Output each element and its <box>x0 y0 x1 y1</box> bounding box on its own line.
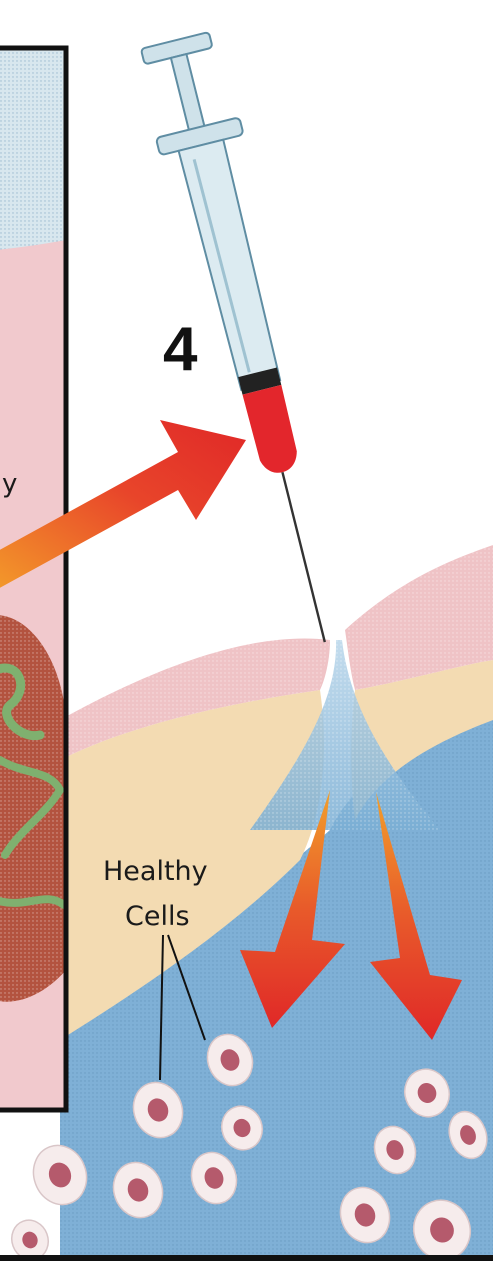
step-number: 4 <box>163 315 198 384</box>
syringe-fluid <box>242 385 301 477</box>
bottom-border <box>0 1255 493 1261</box>
healthy-cell <box>6 1215 54 1261</box>
healthy-cells-label-line1: Healthy <box>103 856 208 887</box>
inset-partial-label: y <box>2 469 17 499</box>
healthy-cells-label-line2: Cells <box>125 901 190 932</box>
syringe-needle <box>282 472 324 642</box>
vessel-3 <box>0 899 64 905</box>
